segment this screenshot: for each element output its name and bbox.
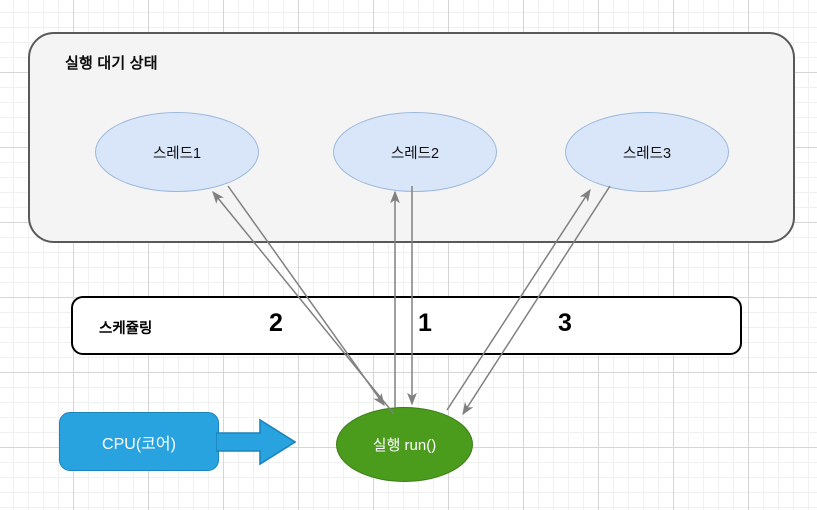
thread-node-3-label: 스레드3 [622, 145, 672, 162]
scheduling-order-number-2: 1 [418, 309, 432, 337]
cpu-core-label: CPU(코어) [102, 435, 176, 453]
cpu-to-run-arrow-icon [216, 418, 296, 466]
running-node: 실행 run() [336, 407, 473, 482]
running-node-label: 실행 run() [372, 437, 437, 454]
scheduling-box: 스케쥴링 2 1 3 [71, 296, 742, 355]
thread-node-2-label: 스레드2 [390, 145, 440, 162]
thread-node-2: 스레드2 [333, 112, 497, 192]
scheduling-order-number-3: 3 [558, 309, 572, 337]
scheduling-label: 스케쥴링 [99, 321, 153, 337]
ready-state-title: 실행 대기 상태 [65, 55, 158, 72]
thread-node-1-label: 스레드1 [152, 145, 202, 162]
thread-node-1: 스레드1 [95, 112, 259, 192]
thread-node-3: 스레드3 [565, 112, 729, 192]
cpu-core-box: CPU(코어) [59, 412, 219, 471]
scheduling-order-number-1: 2 [269, 309, 283, 337]
